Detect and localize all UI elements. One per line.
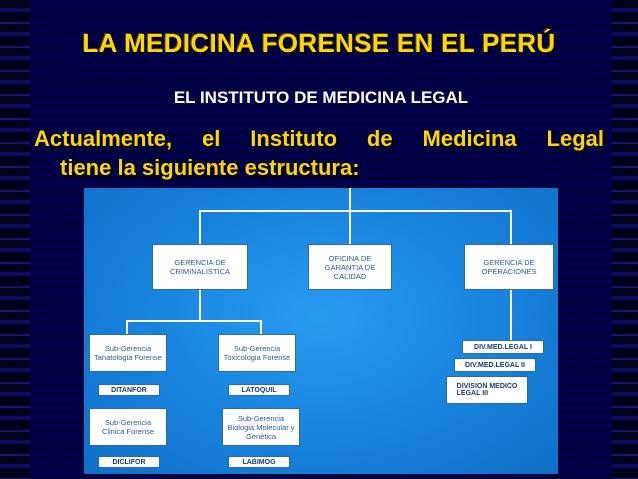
slide-title: LA MEDICINA FORENSE EN EL PERÚ [82, 28, 556, 58]
labimog-pill: LABIMOG [228, 456, 290, 468]
sub-tanatologia-label: Sub-Gerencia Tanatologia Forense [94, 344, 162, 362]
div-med-legal-1: DIV.MED.LEGAL I [462, 340, 544, 354]
sub-clinica-label: Sub-Gerencia Clinica Forense [101, 418, 155, 436]
slide-subtitle: EL INSTITUTO DE MEDICINA LEGAL [173, 88, 469, 107]
body-line-1: Actualmente, el Instituto de Medicina Le… [34, 126, 604, 151]
latoquil-label: LATOQUIL [241, 386, 277, 394]
org-chart: GERENCIA DE CRIMINALISTICA OFICINA DE GA… [84, 188, 558, 474]
div-med-legal-3-label: DIVISION MEDICO LEGAL III [456, 383, 518, 397]
ditanfor-label: DITANFOR [111, 386, 147, 394]
labimog-label: LABIMOG [242, 458, 276, 466]
oficina-calidad-box: OFICINA DE GARANTIA DE CALIDAD [308, 244, 392, 290]
connector-oper [510, 210, 512, 244]
sub-toxicologia-box: Sub-Gerencia Toxicologia Forense [218, 334, 296, 372]
gerencia-criminalistica-label: GERENCIA DE CRIMINALISTICA [169, 258, 230, 276]
div-med-legal-1-label: DIV.MED.LEGAL I [474, 343, 532, 351]
gerencia-operaciones-label: GERENCIA DE OPERACIONES [481, 258, 537, 276]
div-med-legal-3: DIVISION MEDICO LEGAL III [446, 376, 528, 404]
connector-oper-down [510, 290, 512, 340]
ditanfor-pill: DITANFOR [98, 384, 160, 396]
div-med-legal-2: DIV.MED.LEGAL II [454, 358, 536, 372]
sub-tanatologia-box: Sub-Gerencia Tanatologia Forense [89, 334, 167, 372]
left-decor [0, 0, 30, 479]
latoquil-pill: LATOQUIL [228, 384, 290, 396]
sub-biologia-label: Sub-Gerencia Biologia Molecular y Genéti… [227, 413, 295, 441]
connector-crim-down [199, 290, 201, 320]
gerencia-criminalistica-box: GERENCIA DE CRIMINALISTICA [152, 244, 248, 290]
connector-horizontal-top [199, 210, 512, 212]
connector-calidad [349, 210, 351, 244]
body-line-2: tiene la siguiente estructura: [60, 155, 360, 180]
connector-toxic [260, 320, 262, 334]
connector-top [349, 188, 351, 211]
sub-toxicologia-label: Sub-Gerencia Toxicologia Forense [223, 344, 291, 362]
sub-biologia-box: Sub-Gerencia Biologia Molecular y Genéti… [222, 408, 300, 446]
connector-crim-branch [126, 320, 261, 322]
diclifor-pill: DICLIFOR [98, 456, 160, 468]
right-decor [612, 0, 638, 479]
sub-clinica-box: Sub-Gerencia Clinica Forense [89, 408, 167, 446]
div-med-legal-2-label: DIV.MED.LEGAL II [465, 361, 525, 369]
diclifor-label: DICLIFOR [112, 458, 146, 466]
connector-crim [199, 210, 201, 244]
body-text: Actualmente, el Instituto de Medicina Le… [34, 124, 604, 182]
connector-tanat [126, 320, 128, 334]
gerencia-operaciones-box: GERENCIA DE OPERACIONES [464, 244, 554, 290]
oficina-calidad-label: OFICINA DE GARANTIA DE CALIDAD [324, 253, 376, 281]
